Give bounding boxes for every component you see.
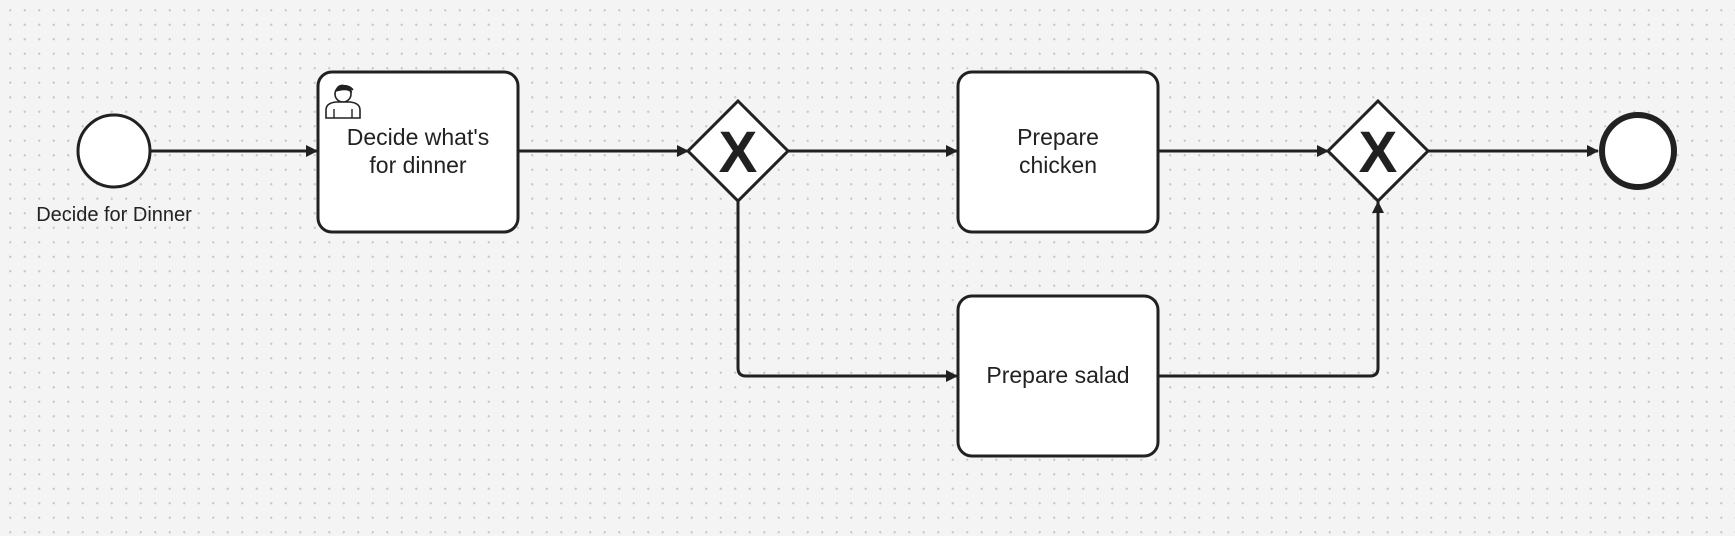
task-chicken-label-line2: chicken (1019, 152, 1097, 178)
task-chicken-label-line1: Prepare (1017, 124, 1099, 150)
task-salad-label: Prepare salad (986, 362, 1129, 388)
start-event[interactable] (76, 113, 152, 189)
end-event[interactable] (1599, 112, 1677, 190)
exclusive-gateway-join[interactable]: X (1325, 98, 1431, 204)
task-decide-dinner[interactable]: Decide what's for dinner (316, 70, 520, 234)
task-prepare-chicken[interactable]: Prepare chicken (956, 70, 1160, 234)
gateway-split-marker: X (719, 120, 758, 185)
task-decide-label-line1: Decide what's (347, 124, 489, 150)
sequence-flow-salad-to-join[interactable] (1158, 201, 1384, 378)
user-icon (325, 84, 361, 119)
gateway-join-marker: X (1359, 120, 1398, 185)
sequence-flow-gateway-to-salad[interactable] (736, 201, 958, 382)
task-prepare-salad[interactable]: Prepare salad (956, 294, 1160, 458)
start-event-label: Decide for Dinner (36, 204, 192, 226)
task-decide-label-line2: for dinner (369, 152, 467, 178)
exclusive-gateway-split[interactable]: X (685, 98, 791, 204)
